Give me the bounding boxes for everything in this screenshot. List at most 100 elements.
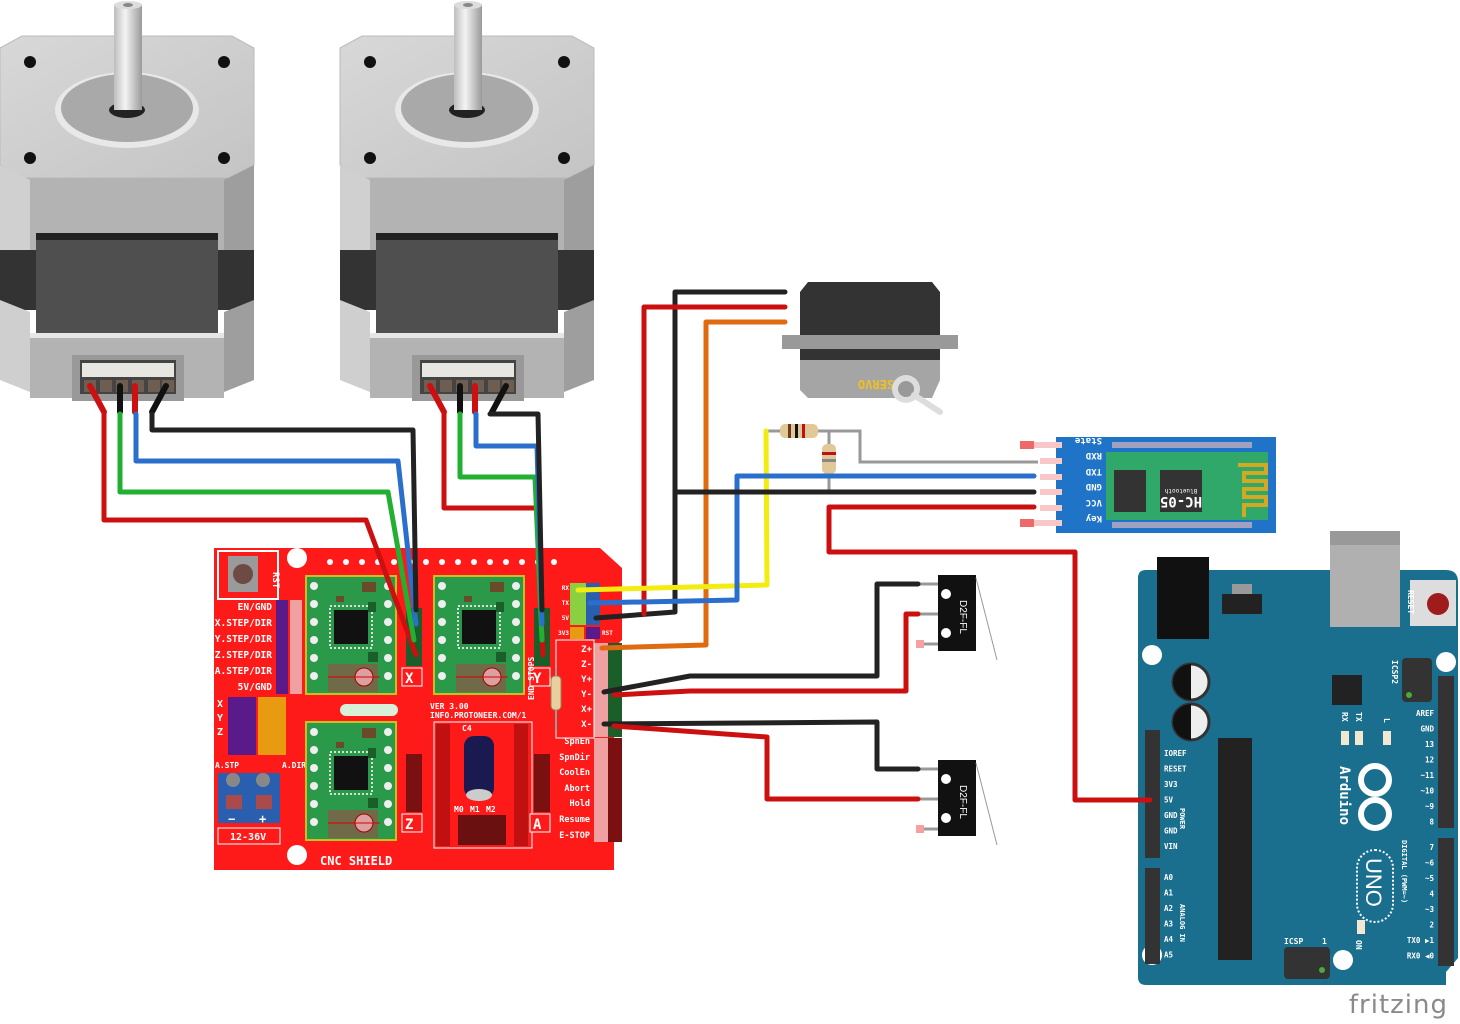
arduino-pin-label: A5 (1164, 951, 1173, 960)
microstep-jumpers[interactable] (228, 697, 286, 755)
arduino-pin-label: A4 (1164, 935, 1174, 944)
icsp2-label: ICSP2 (1390, 660, 1399, 684)
arduino-pin-label: RX0 ◀0 (1407, 952, 1435, 961)
rst-label: RST (270, 572, 280, 589)
terminal-plus: + (259, 812, 266, 826)
on-led-label: ON (1354, 940, 1363, 950)
driver-label-x: X (405, 671, 414, 687)
end-stops-title: END STOPS (527, 656, 536, 700)
a-stp-label: A.STP (215, 761, 239, 770)
arduino-pin-label: GND (1420, 725, 1434, 734)
wire-motor-x-green (117, 411, 417, 643)
arduino-pin-label: 3V3 (1164, 780, 1178, 789)
power-terminal[interactable] (218, 773, 280, 823)
endstop-x-minus: X- (581, 720, 592, 730)
power-group-label: POWER (1178, 808, 1186, 830)
driver-socket-a: A (433, 721, 551, 849)
arduino-pin-label: ~3 (1425, 905, 1435, 914)
serial-header[interactable] (570, 583, 600, 639)
icsp-label: ICSP (1284, 937, 1303, 946)
fritzing-watermark: fritzing (1348, 990, 1448, 1020)
voltage-label: 12-36V (230, 832, 266, 843)
icsp-pin1-label: 1 (1322, 937, 1327, 946)
arduino-uno: RESET ICSP2 RX TX L Arduino UNO ON ICSP … (1138, 531, 1458, 985)
version-label: VER 3.00 (430, 702, 469, 711)
axis-label-x: X (217, 699, 223, 710)
arduino-pin-label: 12 (1425, 756, 1434, 765)
limit-switch-2: D2F-FL (916, 760, 998, 846)
arduino-pin-label: GND (1164, 811, 1178, 820)
pin-tx: TX (562, 600, 570, 607)
rx-led-label: RX (1340, 712, 1349, 722)
arduino-pin-label: 13 (1425, 740, 1435, 749)
pin-3v3: 3V3 (558, 630, 569, 637)
pin-hold: Hold (570, 799, 590, 809)
arduino-model: UNO (1361, 858, 1386, 907)
wire-servo-red (641, 304, 788, 617)
end-stops-header[interactable] (594, 643, 622, 842)
driver-label-y: Y (533, 671, 542, 687)
cnc-shield: RST EN/GND X.STEP/DIR Y.STEP/DIR Z.STEP/… (214, 548, 622, 870)
m2-label: M2 (486, 805, 496, 814)
label-x-step-dir: X.STEP/DIR (215, 618, 272, 629)
wire-motor-y-black (487, 411, 545, 613)
servo-motor: SERVO (782, 282, 958, 415)
pin-abort: Abort (564, 784, 590, 794)
pin-resume: Resume (559, 815, 590, 825)
arduino-pin-label: IOREF (1164, 749, 1187, 758)
pin-rx: RX (562, 585, 570, 592)
arduino-pin-label: AREF (1416, 709, 1435, 718)
pin-estop: E-STOP (559, 831, 590, 841)
wire-bt-blue (587, 473, 1037, 606)
driver-label-z: Z (405, 817, 413, 833)
switch-1-label: D2F-FL (957, 600, 968, 634)
endstop-x-plus: X+ (581, 705, 592, 715)
wire-switch2-black (601, 719, 921, 772)
hc05-pin-key: Key (1085, 513, 1102, 523)
arduino-pin-label: ~11 (1420, 771, 1434, 780)
servo-label: SERVO (858, 377, 894, 391)
hc05-pin-txd: TXD (1085, 466, 1102, 476)
arduino-pin-label: 5V (1164, 796, 1174, 805)
stepper-driver-x (305, 575, 397, 695)
wire-switch1-black (601, 581, 921, 695)
wire-bt-red (826, 504, 1153, 803)
arduino-pin-label: ~5 (1425, 874, 1434, 883)
arduino-pin-label: 4 (1429, 890, 1434, 899)
wire-motor-x-red (101, 411, 419, 658)
pin-coolen: CoolEn (559, 768, 590, 778)
arduino-pin-label: RESET (1164, 765, 1187, 774)
arduino-pin-label: 2 (1429, 921, 1434, 930)
arduino-pin-label: VIN (1164, 842, 1178, 851)
arduino-pin-label: 8 (1429, 818, 1434, 827)
terminal-minus: − (228, 812, 235, 826)
shield-title: CNC SHIELD (320, 854, 392, 868)
hc05-pin-gnd: GND (1085, 481, 1102, 491)
arduino-pin-label: A1 (1164, 889, 1174, 898)
hc05-model: HC-05 (1160, 493, 1202, 509)
arduino-pin-label: TX0 ▶1 (1407, 936, 1435, 945)
hc05-sub: Bluetooth (1164, 487, 1197, 494)
label-y-step-dir: Y.STEP/DIR (215, 634, 272, 645)
pin-spnen: SpnEn (564, 737, 590, 747)
wire-motor-x-blue (133, 411, 419, 627)
reset-label: RESET (1406, 590, 1415, 614)
wire-servo-orange (599, 319, 788, 651)
driver-label-a: A (533, 817, 542, 833)
arduino-pin-label: ~9 (1425, 802, 1435, 811)
switch-2-label: D2F-FL (957, 785, 968, 819)
stepper-motor-x (0, 1, 254, 412)
arduino-pin-label: A3 (1164, 920, 1174, 929)
tx-led-label: TX (1354, 712, 1363, 722)
arduino-pin-label: GND (1164, 827, 1178, 836)
stepper-driver-y (433, 575, 525, 695)
hc05-pin-rxd: RXD (1085, 450, 1102, 460)
m0-label: M0 (454, 805, 464, 814)
wire-switch1-red (611, 611, 921, 698)
label-a-step-dir: A.STEP/DIR (215, 666, 272, 677)
arduino-pin-label: ~6 (1425, 859, 1435, 868)
label-5v-gnd: 5V/GND (238, 682, 273, 693)
arduino-pin-label: ~10 (1420, 787, 1434, 796)
limit-switch-1: D2F-FL (916, 575, 998, 661)
arduino-pin-label: A0 (1164, 873, 1174, 882)
